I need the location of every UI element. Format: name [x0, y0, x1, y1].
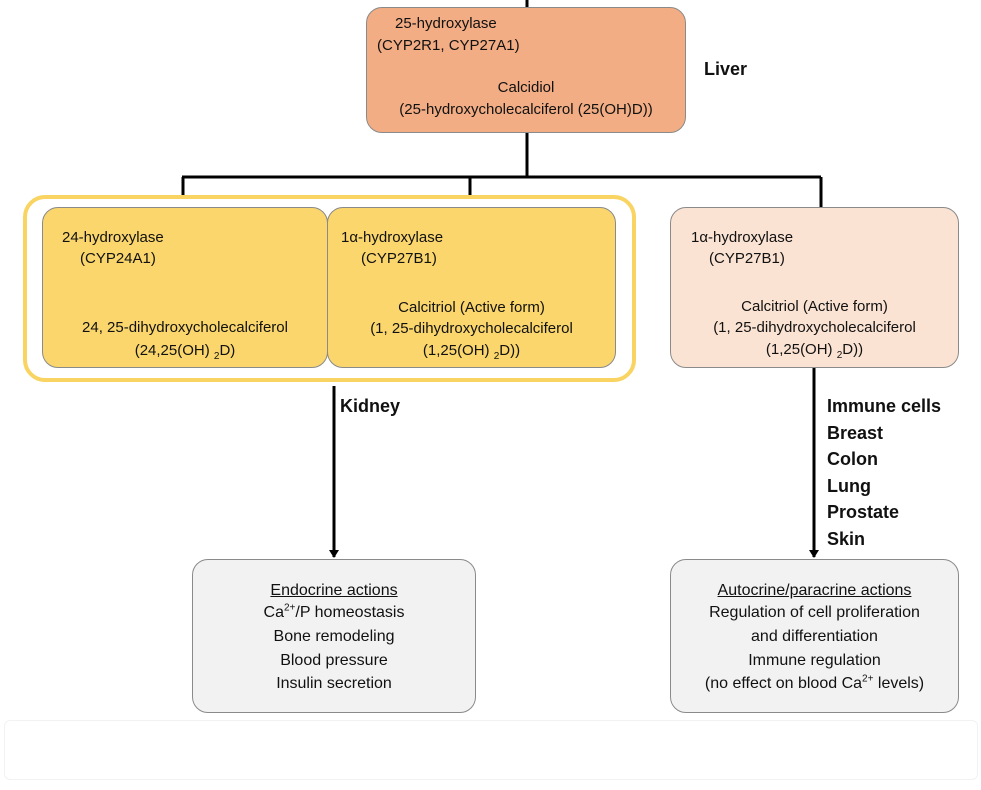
liver-enzyme: 25-hydroxylase: [395, 15, 497, 32]
site-colon: Colon: [827, 449, 878, 469]
kidney-1a-formula: (1,25(OH) 2D)): [422, 342, 521, 362]
autocrine-actions-box: [670, 559, 959, 713]
endocrine-item: Bone remodeling: [273, 628, 395, 645]
autocrine-item: and differentiation: [751, 628, 878, 645]
kidney-24-product: 24, 25-dihydroxycholecalciferol: [82, 319, 288, 336]
liver-product: Calcidiol: [497, 79, 555, 96]
autocrine-item: Regulation of cell proliferation: [709, 604, 920, 621]
autocrine-title: Autocrine/paracrine actions: [717, 582, 912, 599]
endocrine-item: Insulin secretion: [276, 675, 392, 692]
kidney-1a-product-full: (1, 25-dihydroxycholecalciferol: [370, 320, 573, 337]
endocrine-ca-homeostasis: Ca2+/P homeostasis: [263, 602, 405, 621]
kidney-24-enzyme: 24-hydroxylase: [62, 229, 164, 246]
endocrine-item: Blood pressure: [280, 652, 388, 669]
kidney-label: Kidney: [340, 396, 401, 416]
endocrine-title: Endocrine actions: [270, 582, 398, 599]
bottom-panel: [4, 720, 978, 780]
site-lung: Lung: [827, 475, 871, 496]
liver-box: [366, 7, 686, 133]
kidney-24-formula: (24,25(OH) 2D): [134, 342, 236, 362]
autocrine-no-effect-note: (no effect on blood Ca2+ levels): [704, 673, 925, 692]
site-breast: Breast: [827, 422, 884, 443]
autocrine-item: Immune regulation: [748, 652, 881, 669]
tissue-product: Calcitriol (Active form): [741, 298, 888, 315]
tissue-enzyme-gene: (CYP27B1): [709, 250, 785, 267]
liver-enzyme-genes: (CYP2R1, CYP27A1): [377, 37, 520, 54]
tissue-formula: (1,25(OH) 2D)): [765, 341, 864, 361]
site-skin: Skin: [827, 528, 866, 549]
endocrine-actions-box: [192, 559, 476, 713]
kidney-24-hydroxylase-box: [42, 207, 328, 368]
tissue-enzyme: 1α-hydroxylase: [691, 229, 794, 246]
liver-product-full: (25-hydroxycholecalciferol (25(OH)D)): [399, 101, 653, 118]
kidney-1a-hydroxylase-box: [327, 207, 616, 368]
site-prostate: Prostate: [827, 502, 900, 522]
kidney-24-enzyme-gene: (CYP24A1): [80, 250, 156, 267]
liver-label: Liver: [704, 59, 748, 79]
kidney-1a-enzyme-gene: (CYP27B1): [361, 250, 437, 267]
site-immune-cells: Immune cells: [827, 396, 942, 416]
tissue-product-full: (1, 25-dihydroxycholecalciferol: [713, 319, 916, 336]
kidney-1a-enzyme: 1α-hydroxylase: [341, 229, 444, 246]
kidney-1a-product: Calcitriol (Active form): [398, 299, 545, 316]
tissue-1a-hydroxylase-box: [670, 207, 959, 368]
